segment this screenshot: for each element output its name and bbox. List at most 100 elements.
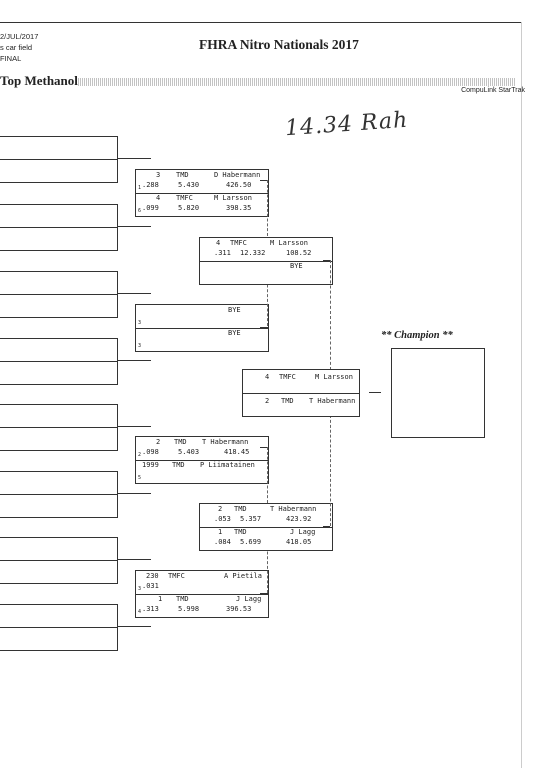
top-rule	[0, 22, 521, 23]
driver-name: BYE	[228, 329, 241, 337]
car-number: 4	[265, 373, 270, 381]
reaction-time: .311	[214, 249, 231, 257]
driver-name: T Habermann	[309, 397, 356, 405]
speed: 418.45	[224, 448, 250, 456]
round2-match-2: 2 TMD T Habermann .053 5.357 423.92 1 TM…	[199, 503, 333, 551]
elapsed-time: 5.998	[178, 605, 200, 613]
car-number: 4	[156, 194, 161, 202]
team-code: TMFC	[168, 572, 185, 580]
elapsed-time: 5.357	[240, 515, 262, 523]
driver-name: D Habermann	[214, 171, 261, 179]
team-code: TMFC	[230, 239, 247, 247]
connector	[118, 559, 151, 560]
final-match: 4 TMFC M Larsson 2 TMD T Habermann	[242, 369, 360, 417]
connector	[323, 526, 330, 527]
team-code: TMFC	[279, 373, 296, 381]
driver-name: BYE	[228, 306, 241, 314]
driver-name: T Habermann	[202, 438, 249, 446]
lane-number: 1	[138, 185, 142, 191]
team-code: TMD	[234, 528, 247, 536]
car-number: 2	[265, 397, 270, 405]
qualifier-slot	[0, 627, 118, 651]
field-size: s car field	[0, 43, 33, 52]
driver-name: BYE	[290, 262, 303, 270]
handwritten-note: 14.34 Rah	[284, 107, 410, 142]
class-name: Top Methanol	[0, 73, 78, 88]
event-title: FHRA Nitro Nationals 2017	[199, 37, 359, 52]
round1-match-3: 2 TMD T Habermann 2 .098 5.403 418.45 19…	[135, 436, 269, 484]
brand-label: CompuLink StarTrak	[461, 87, 525, 94]
connector	[260, 180, 268, 181]
round1-match-2: BYE 3 BYE 3	[135, 304, 269, 352]
connector	[260, 447, 268, 448]
qualifier-slot	[0, 494, 118, 518]
elapsed-time: 12.332	[240, 249, 266, 257]
car-number: 1	[218, 528, 223, 536]
qualifier-slot	[0, 604, 118, 628]
connector	[323, 260, 330, 261]
reaction-time: .053	[214, 515, 231, 523]
qualifier-slot	[0, 271, 118, 295]
speed: 398.35	[226, 204, 252, 212]
qualifier-slot	[0, 361, 118, 385]
connector	[330, 260, 331, 370]
driver-name: J Lagg	[290, 528, 316, 536]
qualifier-slot	[0, 204, 118, 228]
team-code: TMD	[281, 397, 294, 405]
car-number: 2	[218, 505, 223, 513]
lane-number: 5	[138, 475, 142, 481]
connector	[267, 447, 268, 503]
speed: 423.92	[286, 515, 312, 523]
driver-name: T Habermann	[270, 505, 317, 513]
qualifier-slot	[0, 427, 118, 451]
team-code: TMD	[176, 171, 189, 179]
lane-number: 3	[138, 586, 142, 592]
connector	[118, 626, 151, 627]
driver-name: A Pietila	[224, 572, 262, 580]
elapsed-time: 5.820	[178, 204, 200, 212]
team-code: TMFC	[176, 194, 193, 202]
lane-number: 3	[138, 343, 142, 349]
connector	[118, 426, 151, 427]
round2-match-1: 4 TMFC M Larsson .311 12.332 108.52 BYE	[199, 237, 333, 285]
connector	[267, 537, 268, 593]
connector	[118, 226, 151, 227]
lane-number: 6	[138, 208, 142, 214]
qualifier-slot	[0, 159, 118, 183]
connector	[118, 293, 151, 294]
champion-label: ** Champion **	[381, 330, 453, 341]
round-label: FINAL	[0, 54, 22, 63]
hatch-band	[78, 78, 516, 86]
driver-name: M Larsson	[315, 373, 353, 381]
reaction-time: .099	[142, 204, 159, 212]
team-code: TMD	[234, 505, 247, 513]
car-number: 4	[216, 239, 221, 247]
event-date: 2/JUL/2017	[0, 32, 39, 41]
connector	[369, 392, 381, 393]
lane-number: 2	[138, 452, 142, 458]
car-number: 1	[158, 595, 163, 603]
speed: 418.05	[286, 538, 312, 546]
qualifier-slot	[0, 560, 118, 584]
reaction-time: .288	[142, 181, 159, 189]
connector	[260, 327, 268, 328]
driver-name: P Liimatainen	[200, 461, 255, 469]
connector	[267, 270, 268, 326]
lane-number: 4	[138, 609, 142, 615]
round1-match-1: 3 TMD D Habermann 1 .288 5.430 426.50 4 …	[135, 169, 269, 217]
qualifier-slot	[0, 471, 118, 495]
reaction-time: .098	[142, 448, 159, 456]
qualifier-slot	[0, 294, 118, 318]
car-number: 1999	[142, 461, 159, 469]
elapsed-time: 5.430	[178, 181, 200, 189]
connector	[260, 593, 268, 594]
champion-box	[391, 348, 485, 438]
connector	[330, 415, 331, 526]
car-number: 3	[156, 171, 161, 179]
qualifier-slot	[0, 338, 118, 362]
lane-number: 3	[138, 320, 142, 326]
driver-name: M Larsson	[214, 194, 252, 202]
car-number: 230	[146, 572, 159, 580]
reaction-time: .031	[142, 582, 159, 590]
page-edge	[521, 22, 522, 768]
